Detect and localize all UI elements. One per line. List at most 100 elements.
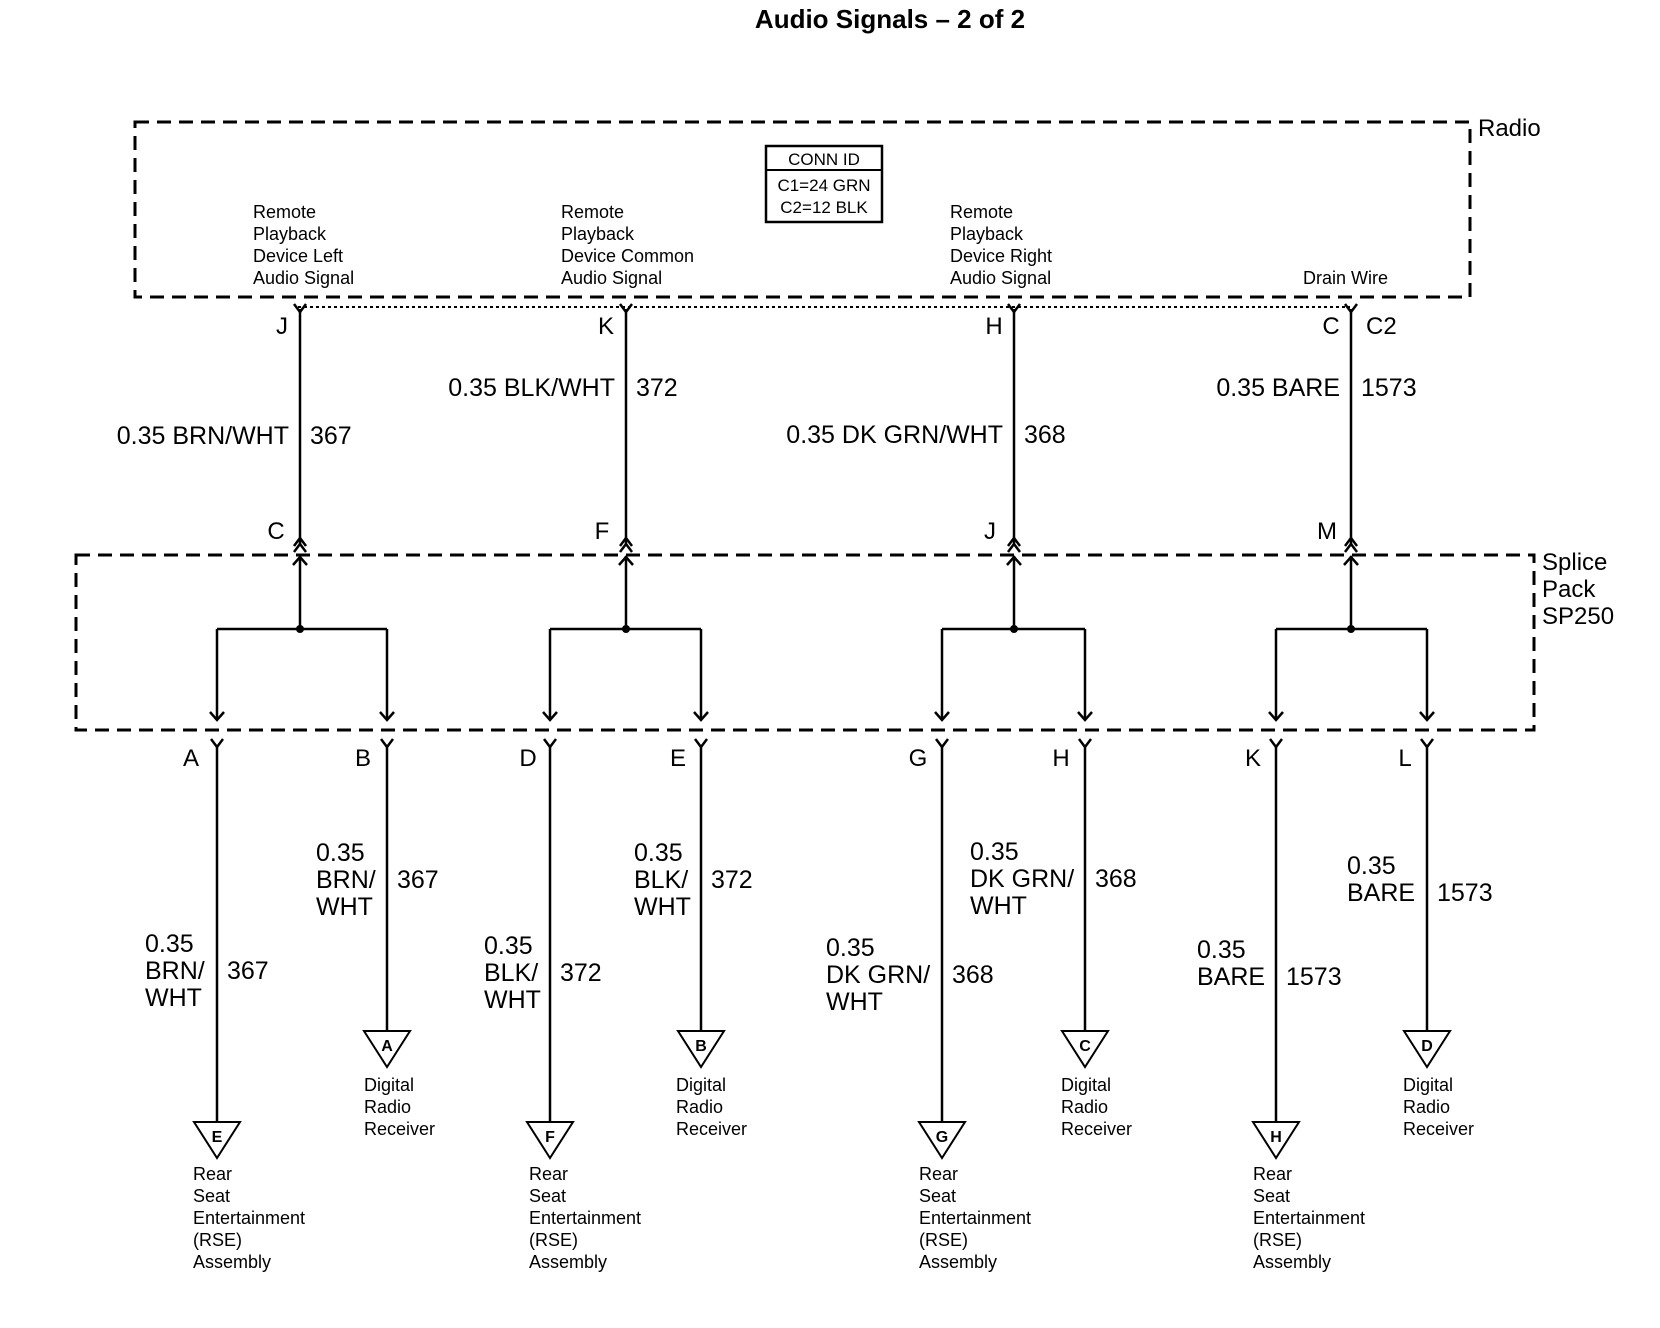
dest-label-rse-3: Rear Seat Entertainment (RSE) Assembly [919,1164,1031,1272]
radio-component: Radio CONN ID C1=24 GRN C2=12 BLK Remote… [133,115,1541,299]
wire-1573-circuit: 1573 [1361,374,1417,402]
svg-text:Rear: Rear [529,1164,568,1184]
svg-text:BRN/: BRN/ [316,866,376,894]
svg-text:372: 372 [560,959,602,987]
svg-text:(RSE): (RSE) [529,1230,578,1250]
svg-text:DK GRN/: DK GRN/ [970,865,1074,893]
svg-text:0.35: 0.35 [1197,936,1246,964]
svg-text:WHT: WHT [145,984,202,1012]
dest-label-rse-4: Rear Seat Entertainment (RSE) Assembly [1253,1164,1365,1272]
splice-pin-d: D [519,745,536,772]
splice-pack-label-3: SP250 [1542,603,1614,630]
dest-rse-g: G [917,1121,967,1160]
dest-label-drr-4: Digital Radio Receiver [1403,1075,1474,1139]
svg-text:Receiver: Receiver [364,1119,435,1139]
svg-text:0.35: 0.35 [484,932,533,960]
splice-367 [215,556,389,719]
destination-connectors: E A F B G C H D [192,1030,1452,1160]
svg-text:C: C [1079,1038,1091,1055]
svg-text:(RSE): (RSE) [1253,1230,1302,1250]
svg-text:WHT: WHT [634,893,691,921]
svg-text:Assembly: Assembly [1253,1252,1331,1272]
splice-368 [940,556,1087,719]
radio-label: Radio [1478,115,1541,142]
dest-label-rse-2: Rear Seat Entertainment (RSE) Assembly [529,1164,641,1272]
splice-372 [548,556,703,719]
dest-drr-c: C [1060,1030,1110,1069]
svg-text:Audio Signal: Audio Signal [950,268,1051,288]
splice-pin-c: C [267,518,284,545]
svg-text:367: 367 [227,957,269,985]
svg-text:Seat: Seat [919,1186,956,1206]
radio-pin-c: C [1322,313,1339,340]
splice-pin-h: H [1052,745,1069,772]
splice-pin-j: J [984,518,996,545]
svg-text:Assembly: Assembly [919,1252,997,1272]
svg-text:WHT: WHT [826,988,883,1016]
svg-text:Device Left: Device Left [253,246,343,266]
dest-rse-f: F [525,1121,575,1160]
svg-text:Digital: Digital [676,1075,726,1095]
wire-1573-label: 0.35 BARE [1216,374,1340,402]
svg-text:Entertainment: Entertainment [919,1208,1031,1228]
radio-signal-right: Remote Playback Device Right Audio Signa… [950,202,1052,288]
radio-signal-left: Remote Playback Device Left Audio Signal [253,202,354,288]
dest-drr-a: A [362,1030,412,1069]
svg-text:A: A [381,1038,393,1055]
splice-pack-sp250: Splice Pack SP250 [74,549,1614,732]
svg-text:Radio: Radio [1061,1097,1108,1117]
svg-text:368: 368 [1095,865,1137,893]
top-wire-labels: 0.35 BRN/WHT 367 0.35 BLK/WHT 372 0.35 D… [117,374,1417,450]
svg-text:0.35: 0.35 [970,838,1019,866]
svg-text:Radio: Radio [676,1097,723,1117]
top-wires [293,303,1358,553]
destination-labels: Rear Seat Entertainment (RSE) Assembly D… [193,1075,1474,1272]
splice-in-pins: C F J M [267,518,1337,545]
svg-text:Receiver: Receiver [1403,1119,1474,1139]
radio-pins: J K H C C2 [276,313,1397,340]
svg-text:Seat: Seat [193,1186,230,1206]
dest-label-rse-1: Rear Seat Entertainment (RSE) Assembly [193,1164,305,1272]
diagram-title: Audio Signals – 2 of 2 [755,4,1025,34]
dest-drr-b: B [676,1030,726,1069]
svg-text:Device Right: Device Right [950,246,1052,266]
svg-text:Entertainment: Entertainment [193,1208,305,1228]
bottom-wires [210,738,1434,1124]
svg-text:Digital: Digital [364,1075,414,1095]
svg-text:BARE: BARE [1347,879,1415,907]
splice-pack-outline [74,553,1536,732]
svg-text:Radio: Radio [364,1097,411,1117]
dest-rse-e: E [192,1121,242,1160]
splice-pin-m: M [1317,518,1337,545]
splice-pin-k: K [1245,745,1261,772]
svg-text:Digital: Digital [1061,1075,1111,1095]
splice-pack-label-1: Splice [1542,549,1607,576]
conn-id-box: CONN ID C1=24 GRN C2=12 BLK [764,144,884,224]
svg-text:0.35: 0.35 [316,839,365,867]
svg-text:G: G [936,1129,948,1146]
dest-drr-d: D [1402,1030,1452,1069]
svg-text:(RSE): (RSE) [193,1230,242,1250]
splice-out-pins: A B D E G H K L [183,745,1412,772]
svg-text:Audio Signal: Audio Signal [561,268,662,288]
svg-text:Rear: Rear [919,1164,958,1184]
svg-text:WHT: WHT [484,986,541,1014]
svg-text:0.35: 0.35 [1347,852,1396,880]
dest-label-drr-1: Digital Radio Receiver [364,1075,435,1139]
bottom-wire-labels: 0.35 BRN/ WHT 367 0.35 BRN/ WHT 367 0.35… [145,838,1493,1016]
wire-368-circuit: 368 [1024,421,1066,449]
svg-text:Playback: Playback [950,224,1024,244]
svg-text:BRN/: BRN/ [145,957,205,985]
radio-pin-h: H [985,313,1002,340]
svg-text:BLK/: BLK/ [484,959,538,987]
svg-text:B: B [695,1038,707,1055]
svg-text:Remote: Remote [253,202,316,222]
svg-text:BLK/: BLK/ [634,866,688,894]
svg-text:Rear: Rear [193,1164,232,1184]
svg-text:WHT: WHT [316,893,373,921]
radio-connector-c2: C2 [1366,313,1397,340]
svg-text:Seat: Seat [1253,1186,1290,1206]
svg-text:Remote: Remote [561,202,624,222]
dest-label-drr-3: Digital Radio Receiver [1061,1075,1132,1139]
